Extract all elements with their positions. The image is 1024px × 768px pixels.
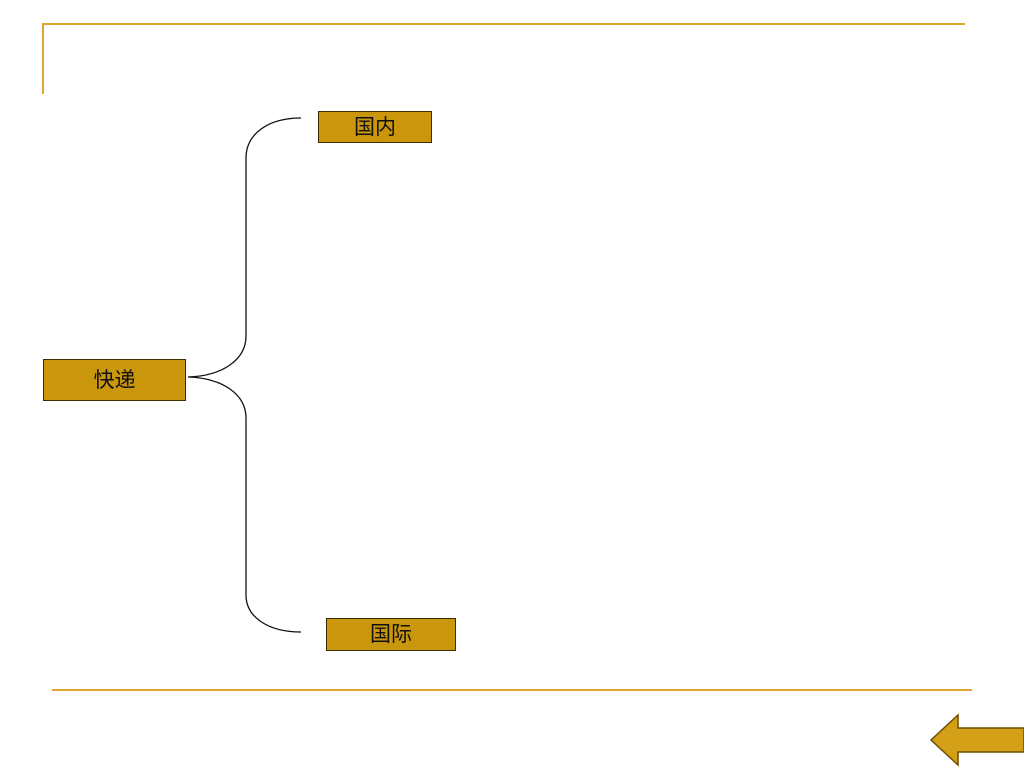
top-rule bbox=[42, 23, 965, 25]
branch-node-international-label: 国际 bbox=[370, 622, 412, 646]
arrow-left-icon[interactable] bbox=[928, 712, 1024, 768]
branch-node-international: 国际 bbox=[326, 618, 456, 651]
branch-node-domestic: 国内 bbox=[318, 111, 432, 143]
branch-node-domestic-label: 国内 bbox=[354, 114, 396, 139]
left-rule bbox=[42, 23, 44, 94]
root-node: 快递 bbox=[43, 359, 186, 401]
root-node-label: 快递 bbox=[93, 367, 136, 392]
bottom-rule bbox=[52, 689, 972, 691]
